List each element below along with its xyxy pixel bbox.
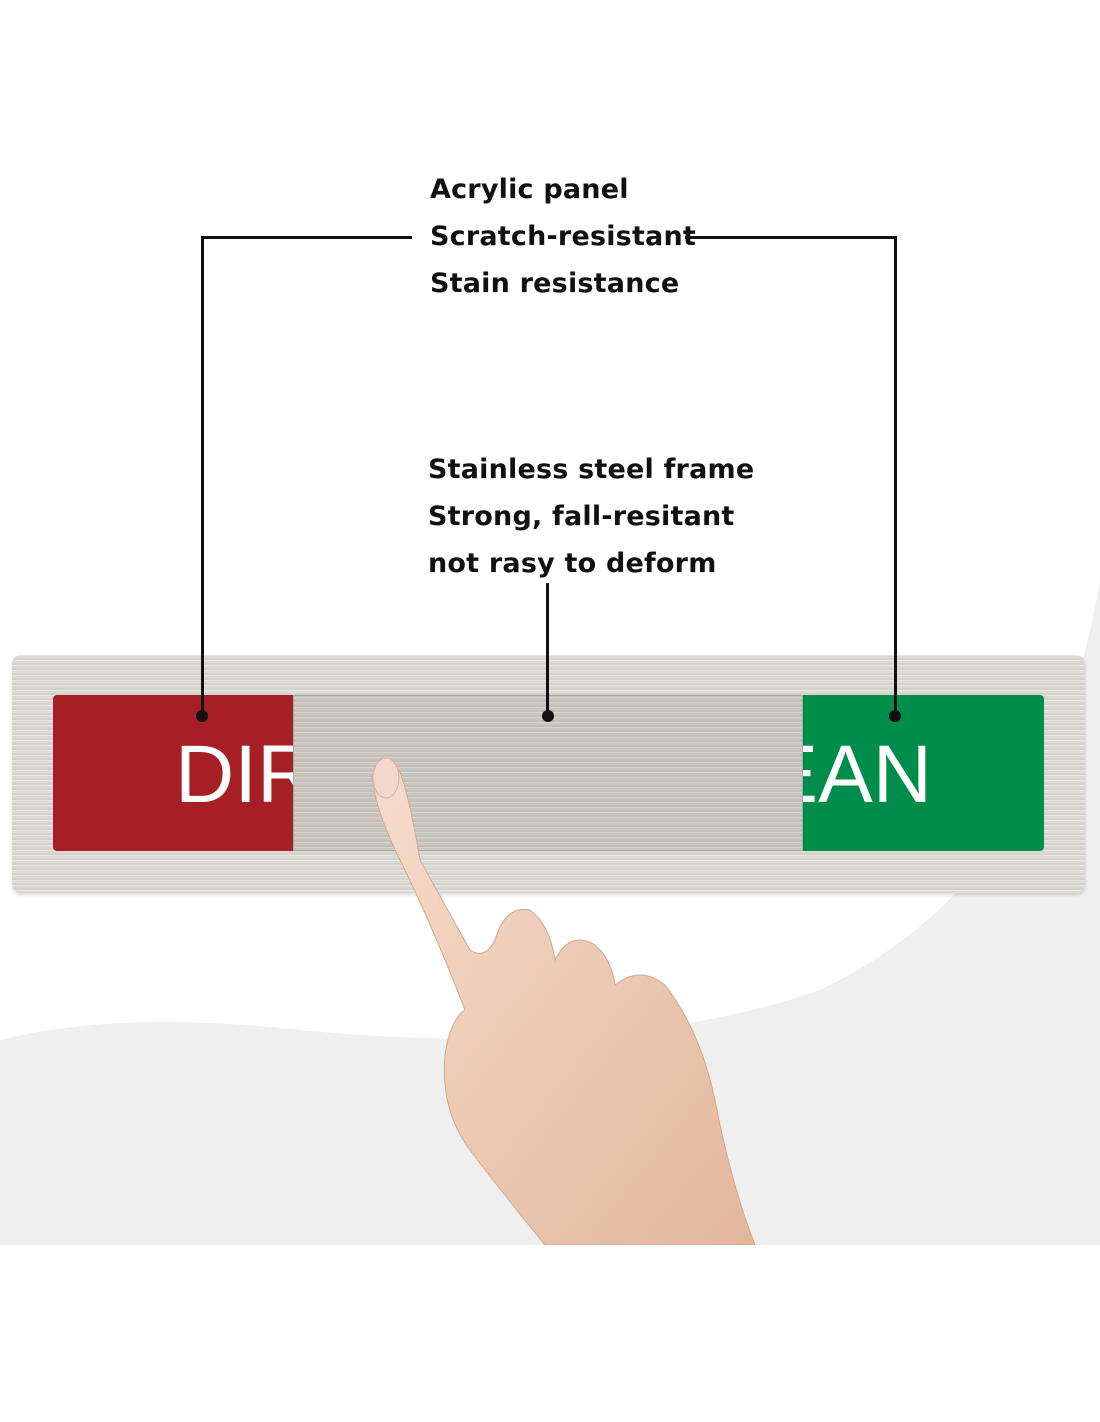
callout-line: Stain resistance <box>430 268 680 299</box>
callout-line: Strong, fall-resitant <box>428 501 735 532</box>
product-scene: Acrylic panel Scratch-resistant Stain re… <box>0 0 1100 1245</box>
hand-icon <box>371 757 756 1245</box>
green-panel: CLEAN <box>803 695 1044 851</box>
leader-dot <box>889 710 901 722</box>
leader-line <box>894 236 897 716</box>
frame-callout: Stainless steel frame Strong, fall-resit… <box>428 446 754 587</box>
callout-line: Stainless steel frame <box>428 454 755 485</box>
acrylic-callout: Acrylic panel Scratch-resistant Stain re… <box>430 166 696 307</box>
red-panel: DIRTY <box>53 695 293 851</box>
leader-line <box>685 236 897 239</box>
leader-line <box>201 236 204 716</box>
callout-line: not rasy to deform <box>428 548 717 579</box>
dirty-label: DIRTY <box>175 729 293 820</box>
leader-line <box>201 236 412 239</box>
leader-dot <box>542 710 554 722</box>
leader-line <box>546 583 549 716</box>
callout-line: Scratch-resistant <box>430 221 697 252</box>
leader-dot <box>196 710 208 722</box>
callout-line: Acrylic panel <box>430 174 629 205</box>
clean-label: CLEAN <box>803 729 932 820</box>
